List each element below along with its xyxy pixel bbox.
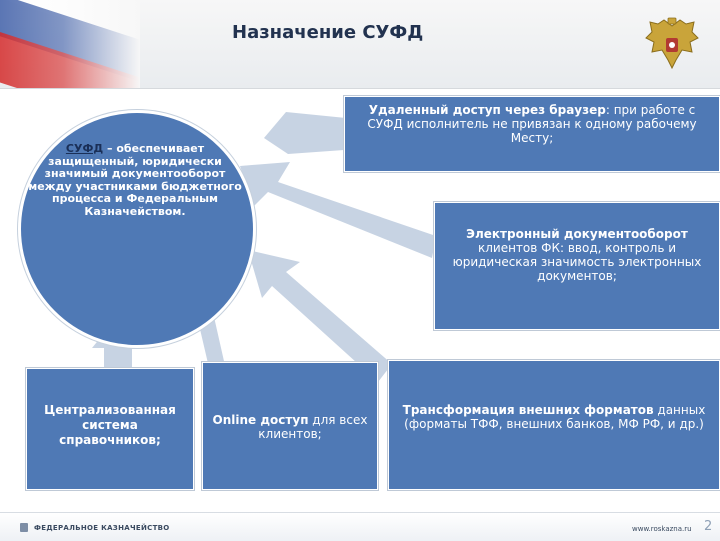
reference-text: Централизованная система справочников;	[44, 403, 176, 447]
edo-box: Электронный документооборот клиентов ФК:…	[434, 202, 720, 330]
arrow-from-remote-access	[264, 112, 346, 154]
online-access-box: Online доступ для всех клиентов;	[202, 362, 378, 490]
center-text: – обеспечивает защищенный, юридически зн…	[28, 142, 242, 218]
online-text: для всех клиентов;	[258, 413, 368, 441]
center-highlight: СУФД	[65, 142, 104, 155]
remote-access-text: : при работе с СУФД исполнитель не привя…	[367, 103, 697, 145]
edo-bold: Электронный документооборот	[466, 227, 688, 241]
russian-flag-graphic	[0, 0, 140, 88]
arrow-from-transform	[248, 250, 392, 382]
footer-site-link[interactable]: www.roskazna.ru	[632, 525, 692, 533]
format-transform-box: Трансформация внешних форматов данных (ф…	[388, 360, 720, 490]
edo-text: клиентов ФК: ввод, контроль и юридическа…	[452, 241, 702, 283]
footer-logo-icon	[20, 523, 28, 532]
transform-text: данных (форматы ТФФ, внешних банков, МФ …	[404, 403, 706, 431]
slide-header: Назначение СУФД	[0, 0, 720, 89]
slide-footer: ФЕДЕРАЛЬНОЕ КАЗНАЧЕЙСТВО www.roskazna.ru…	[0, 512, 720, 541]
arrow-from-edo	[240, 162, 436, 258]
remote-access-bold: Удаленный доступ через браузер	[368, 103, 606, 117]
double-headed-eagle-emblem-icon	[645, 17, 699, 70]
page-number: 2	[704, 519, 713, 534]
center-circle	[18, 110, 256, 348]
online-bold: Online доступ	[212, 413, 309, 427]
footer-org: ФЕДЕРАЛЬНОЕ КАЗНАЧЕЙСТВО	[34, 524, 170, 532]
center-description: СУФД – обеспечивает защищенный, юридичес…	[28, 142, 242, 218]
remote-access-box: Удаленный доступ через браузер: при рабо…	[344, 96, 720, 172]
reference-system-box: Централизованная система справочников;	[26, 368, 194, 490]
transform-bold: Трансформация внешних форматов	[402, 403, 654, 417]
page-title: Назначение СУФД	[232, 22, 424, 43]
